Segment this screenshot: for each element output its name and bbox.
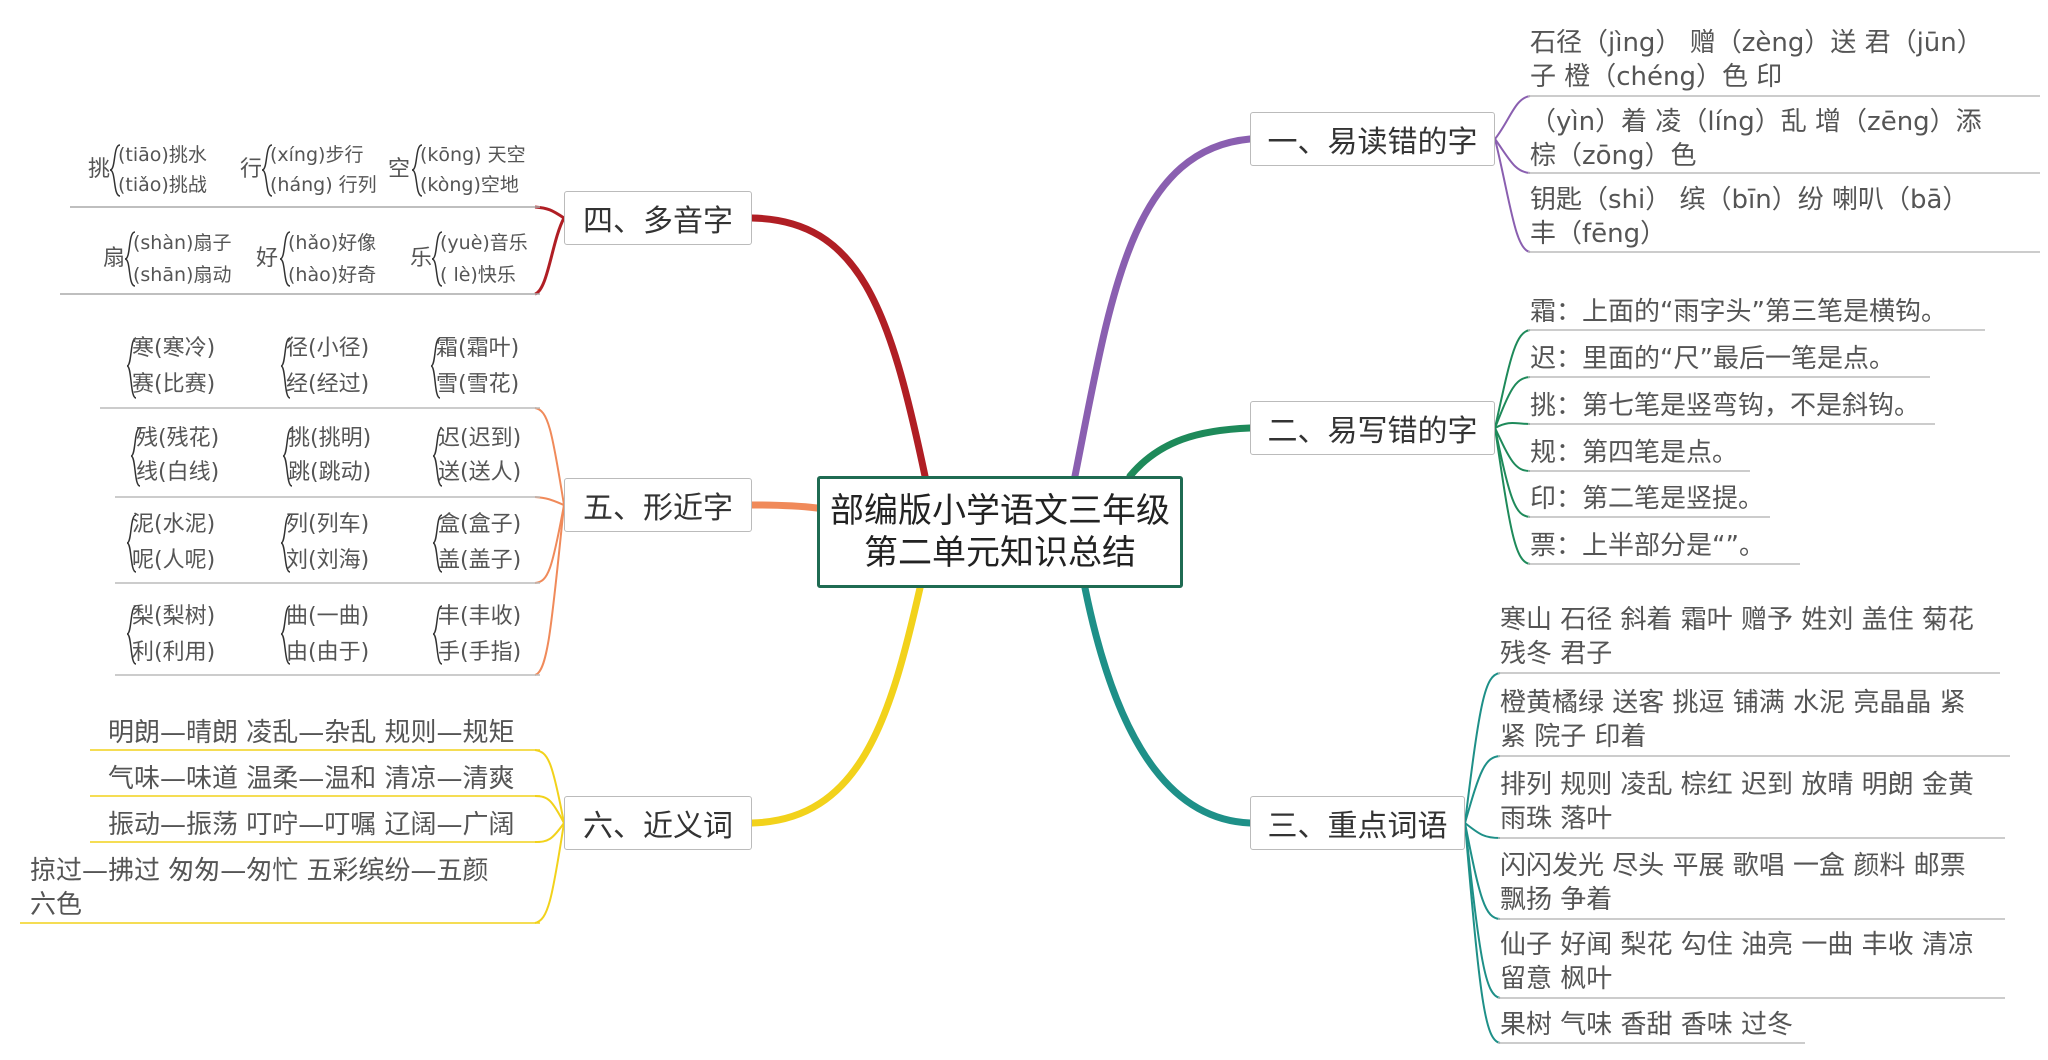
similar-connectors bbox=[534, 407, 565, 676]
miswrite-connectors bbox=[1494, 329, 1531, 565]
similar-pair: 残(残花) bbox=[136, 426, 220, 451]
topic-similar[interactable]: 五、形近字 bbox=[564, 478, 752, 532]
topic-synonyms[interactable]: 六、近义词 bbox=[564, 796, 752, 850]
topic-polyphones[interactable]: 四、多音字 bbox=[564, 191, 752, 245]
polyphone-char: 好 bbox=[256, 246, 279, 271]
keyword-item: 果树 气味 香甜 香味 过冬 bbox=[1500, 1010, 1794, 1040]
polyphone-reading: (hào)好奇 bbox=[288, 264, 377, 286]
misread-item: （yìn）着 凌（líng）乱 增（zēng）添棕（zōng）色 bbox=[1530, 107, 1982, 171]
synonym-connectors bbox=[534, 749, 565, 924]
keywords-underlines bbox=[1498, 672, 2010, 1044]
similar-pair: 迟(迟到) bbox=[438, 426, 522, 451]
polyphone-underlines bbox=[60, 206, 540, 295]
similar-pair: 送(送人) bbox=[438, 460, 522, 485]
miswrite-item: 印：第二笔是竖提。 bbox=[1530, 484, 1765, 514]
polyphone-reading: ( lè)快乐 bbox=[440, 264, 516, 286]
similar-pair: 曲(一曲) bbox=[286, 604, 370, 629]
polyphone-char: 挑 bbox=[88, 157, 111, 182]
branch-to-misread bbox=[1071, 135, 1254, 480]
miswrite-item: 规：第四笔是点。 bbox=[1530, 438, 1739, 468]
polyphone-connectors bbox=[534, 205, 566, 296]
similar-pair: 由(由于) bbox=[286, 640, 370, 665]
miswrite-item: 迟：里面的“尺”最后一笔是点。 bbox=[1530, 344, 1895, 374]
similar-pair: 跳(跳动) bbox=[288, 460, 372, 485]
keyword-item: 寒山 石径 斜着 霜叶 赠予 姓刘 盖住 菊花残冬 君子 bbox=[1500, 605, 1974, 669]
polyphone-reading: (háng) 行列 bbox=[270, 174, 377, 196]
synonym-item: 明朗—晴朗 凌乱—杂乱 规则—规矩 bbox=[108, 718, 515, 748]
central-topic-line1: 部编版小学语文三年级 bbox=[830, 491, 1170, 531]
polyphone-reading: (shān)扇动 bbox=[133, 264, 232, 286]
similar-pair: 盒(盒子) bbox=[438, 512, 522, 537]
central-topic[interactable]: 部编版小学语文三年级 第二单元知识总结 bbox=[817, 476, 1183, 588]
similar-pair: 丰(丰收) bbox=[438, 604, 522, 629]
similar-pair: 径(小径) bbox=[286, 336, 370, 361]
polyphone-char: 行 bbox=[240, 157, 263, 182]
topic-keywords[interactable]: 三、重点词语 bbox=[1250, 796, 1465, 850]
miswrite-underlines bbox=[1528, 329, 1985, 565]
similar-pair: 寒(寒冷) bbox=[132, 336, 216, 361]
similar-pair: 刘(刘海) bbox=[286, 548, 370, 573]
similar-underlines bbox=[100, 407, 540, 676]
central-topic-line2: 第二单元知识总结 bbox=[864, 533, 1136, 573]
branch-to-synonyms bbox=[748, 584, 924, 827]
keyword-item: 排列 规则 凌乱 棕红 迟到 放晴 明朗 金黄雨珠 落叶 bbox=[1500, 770, 1974, 834]
polyphone-char: 扇 bbox=[103, 246, 126, 271]
similar-pair: 线(白线) bbox=[136, 460, 220, 485]
branch-to-keywords bbox=[1081, 584, 1254, 827]
polyphone-reading: (tiāo)挑水 bbox=[118, 144, 207, 166]
miswrite-item: 霜：上面的“雨字头”第三笔是横钩。 bbox=[1530, 297, 1947, 327]
similar-pair: 列(列车) bbox=[286, 512, 370, 537]
similar-pair: 呢(人呢) bbox=[132, 548, 216, 573]
similar-pair: 利(利用) bbox=[132, 640, 216, 665]
polyphone-char: 空 bbox=[388, 157, 411, 182]
branch-to-similar bbox=[748, 501, 821, 512]
polyphone-reading: (kòng)空地 bbox=[420, 174, 519, 196]
synonym-item: 掠过—拂过 匆匆—匆忙 五彩缤纷—五颜六色 bbox=[30, 856, 489, 920]
similar-pair: 经(经过) bbox=[286, 372, 370, 397]
polyphone-reading: (tiǎo)挑战 bbox=[118, 174, 207, 196]
similar-pair: 盖(盖子) bbox=[438, 548, 522, 573]
misread-item: 钥匙（shi） 缤（bīn）纷 喇叭（bā）丰（fēng） bbox=[1530, 185, 1969, 249]
keyword-item: 闪闪发光 尽头 平展 歌唱 一盒 颜料 邮票飘扬 争着 bbox=[1500, 851, 1966, 915]
branch-to-polyphones bbox=[748, 214, 929, 480]
miswrite-item: 票：上半部分是“”。 bbox=[1530, 531, 1765, 561]
topic-misread[interactable]: 一、易读错的字 bbox=[1250, 112, 1495, 166]
polyphone-char: 乐 bbox=[410, 246, 433, 271]
keyword-item: 橙黄橘绿 送客 挑逗 铺满 水泥 亮晶晶 紧紧 院子 印着 bbox=[1500, 688, 1966, 752]
branch-to-miswrite bbox=[1126, 424, 1254, 480]
polyphone-reading: (xíng)步行 bbox=[270, 144, 364, 166]
similar-pair: 泥(水泥) bbox=[132, 512, 216, 537]
polyphone-reading: (yuè)音乐 bbox=[440, 232, 528, 254]
misread-item: 石径（jìng） 赠（zèng）送 君（jūn）子 橙（chéng）色 印 bbox=[1530, 28, 1983, 92]
polyphone-reading: (hǎo)好像 bbox=[288, 232, 377, 254]
synonym-underlines bbox=[20, 749, 540, 924]
similar-braces bbox=[126, 337, 443, 665]
similar-pair: 雪(雪花) bbox=[436, 372, 520, 397]
topic-miswrite[interactable]: 二、易写错的字 bbox=[1250, 401, 1495, 455]
misread-underlines bbox=[1528, 95, 2040, 253]
miswrite-item: 挑：第七笔是竖弯钩，不是斜钩。 bbox=[1530, 391, 1921, 421]
synonym-item: 振动—振荡 叮咛—叮嘱 辽阔—广阔 bbox=[108, 810, 515, 840]
synonym-item: 气味—味道 温柔—温和 清凉—清爽 bbox=[108, 764, 515, 794]
keyword-item: 仙子 好闻 梨花 勾住 油亮 一曲 丰收 清凉留意 枫叶 bbox=[1500, 930, 1974, 994]
keywords-connectors bbox=[1464, 672, 1501, 1044]
polyphone-reading: (shàn)扇子 bbox=[133, 232, 232, 254]
similar-pair: 霜(霜叶) bbox=[436, 336, 520, 361]
similar-pair: 挑(挑明) bbox=[288, 426, 372, 451]
similar-pair: 手(手指) bbox=[438, 640, 522, 665]
polyphone-braces bbox=[109, 144, 443, 287]
similar-pair: 梨(梨树) bbox=[132, 604, 216, 629]
polyphone-reading: (kōng) 天空 bbox=[420, 144, 526, 166]
similar-pair: 赛(比赛) bbox=[132, 372, 216, 397]
